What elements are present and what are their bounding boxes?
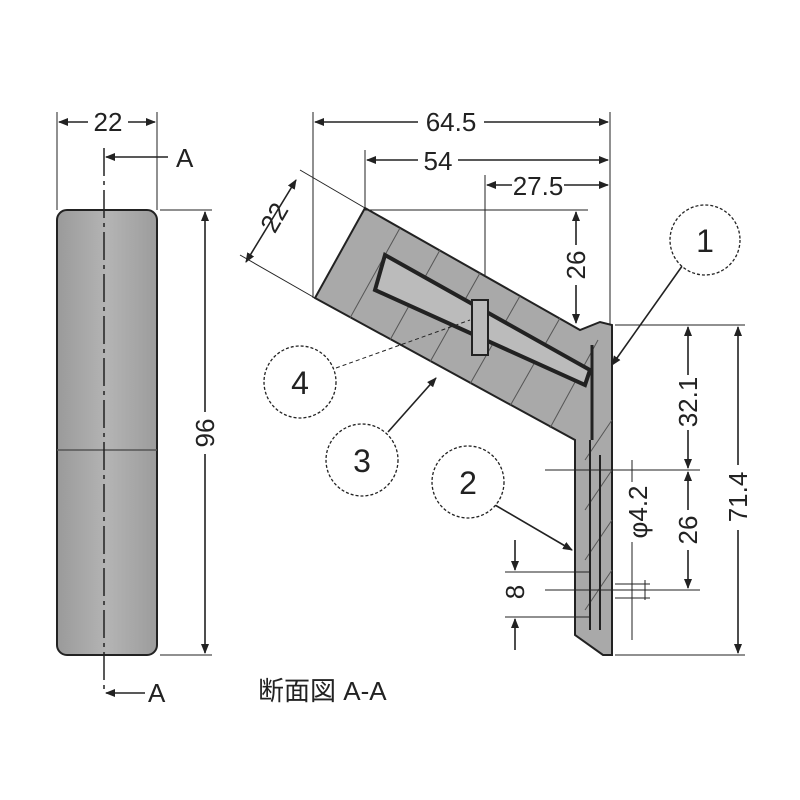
section-caption: 断面図 A-A <box>258 676 387 706</box>
dim-height-96: 96 <box>190 419 220 448</box>
dim-width-22: 22 <box>94 107 123 137</box>
dim-22-thickness: 22 <box>254 197 294 237</box>
pin <box>471 299 489 356</box>
dim-71-4: 71.4 <box>723 472 753 523</box>
dim-27-5: 27.5 <box>513 171 564 201</box>
dim-26-top: 26 <box>561 251 591 280</box>
section-body <box>313 206 613 656</box>
callout-4: 4 <box>291 365 309 401</box>
section-mark-bottom: A <box>148 678 166 708</box>
handle-body <box>56 209 158 656</box>
dim-8: 8 <box>500 585 530 599</box>
section-view: 64.5 54 27.5 26 22 32.1 26 71.4 <box>239 106 753 706</box>
callout-3: 3 <box>353 443 371 479</box>
callout-1: 1 <box>696 223 714 259</box>
dim-64-5: 64.5 <box>426 107 477 137</box>
dim-26-pitch: 26 <box>673 516 703 545</box>
dim-hole-diameter: φ4.2 <box>623 485 653 538</box>
dim-32-1: 32.1 <box>673 377 703 428</box>
dim-54: 54 <box>424 146 453 176</box>
front-view: 22 A A 96 <box>56 106 220 708</box>
section-mark-top: A <box>176 143 194 173</box>
callout-2: 2 <box>459 465 477 501</box>
